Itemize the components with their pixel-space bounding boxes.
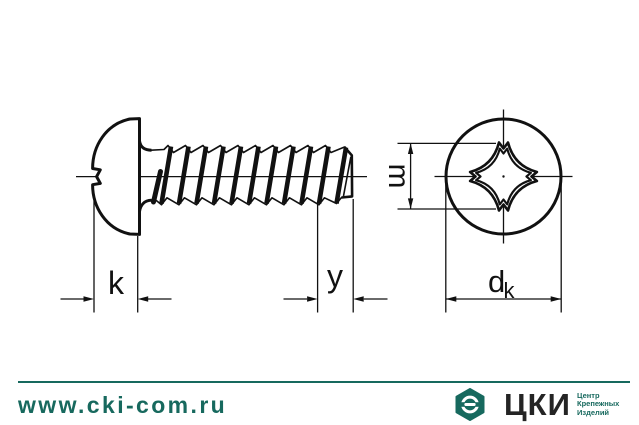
dimension-m: m <box>382 142 496 210</box>
label-point-length: y <box>327 258 343 294</box>
neck-fillet-bottom <box>138 198 152 212</box>
label-head-height: k <box>108 265 125 301</box>
thread-crest-top <box>150 144 353 156</box>
dimension-dk: d k <box>445 178 562 313</box>
logo-tagline-line3: Изделий <box>577 407 610 417</box>
logo-abbreviation: ЦКИ <box>504 387 571 422</box>
logo-tagline-line2: Крепежных <box>577 399 620 409</box>
website-url: www.cki-com.ru <box>18 392 228 418</box>
label-recess-size: m <box>382 164 415 189</box>
label-head-diameter-subscript: k <box>504 278 516 303</box>
neck-fillet-top <box>138 140 152 152</box>
dimension-y: y <box>283 199 388 313</box>
thread-crest-bottom <box>151 195 352 206</box>
dimension-k: k <box>60 201 172 313</box>
thread-start-flank <box>151 169 163 205</box>
tip-runout-line <box>342 156 352 197</box>
screw-side-view <box>76 117 367 236</box>
screw-front-view <box>434 109 573 244</box>
screw-head-outline <box>91 117 141 236</box>
footer-divider <box>18 381 630 384</box>
thread-flanks <box>159 146 349 204</box>
logo-tagline: Центр Крепежных Изделий <box>577 391 620 417</box>
hex-nut-icon <box>455 388 485 421</box>
recess-center-dot <box>502 175 505 178</box>
logo-tagline-line1: Центр <box>577 391 600 400</box>
screw-tip-outline <box>341 146 354 199</box>
label-head-diameter: d <box>488 264 505 299</box>
company-logo: ЦКИ Центр Крепежных Изделий <box>455 388 619 421</box>
